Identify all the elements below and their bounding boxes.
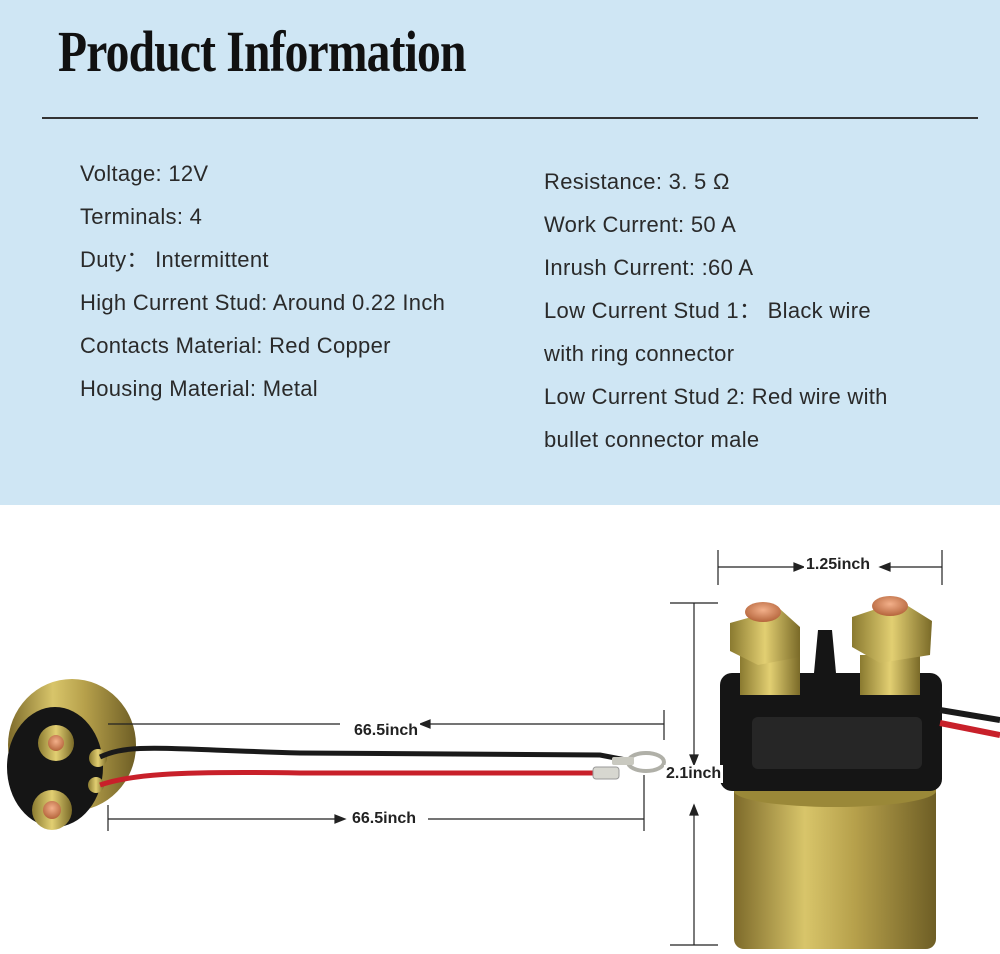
right-solenoid-icon — [720, 596, 1000, 949]
spec-inrush-current: Inrush Current: :60 A — [544, 255, 754, 280]
title-divider — [42, 117, 978, 119]
spec-low-current-stud-2-cont: bullet connector male — [544, 427, 760, 452]
left-solenoid-icon — [7, 679, 136, 830]
height-dimension — [670, 602, 718, 946]
spec-resistance: Resistance: 3. 5 Ω — [544, 169, 730, 194]
spec-high-current-stud: High Current Stud: Around 0.22 Inch — [80, 290, 446, 315]
height-label: 2.1inch — [664, 765, 724, 783]
wire-length-dimension — [107, 710, 665, 831]
product-dimension-figure: 66.5inch 66.5inch 1.25inch 2.1inch — [0, 505, 1000, 949]
product-info-panel: Product Information Voltage: 12V Termina… — [0, 0, 1000, 505]
spec-contacts-material: Contacts Material: Red Copper — [80, 333, 391, 358]
width-label: 1.25inch — [804, 556, 873, 574]
spec-list-right: Resistance: 3. 5 Ω Work Current: 50 A In… — [544, 160, 964, 461]
spec-list-left: Voltage: 12V Terminals: 4 Duty： Intermit… — [80, 152, 445, 410]
wire-harness — [98, 745, 666, 788]
spec-duty: Duty： Intermittent — [80, 247, 269, 272]
page-title: Product Information — [58, 19, 466, 84]
spec-voltage: Voltage: 12V — [80, 161, 209, 186]
spec-terminals: Terminals: 4 — [80, 204, 203, 229]
spec-low-current-stud-1-cont: with ring connector — [544, 341, 735, 366]
spec-housing-material: Housing Material: Metal — [80, 376, 318, 401]
solenoid-illustration — [7, 550, 1000, 949]
wire-length-red-label: 66.5inch — [350, 810, 419, 828]
wire-length-black-label: 66.5inch — [352, 722, 421, 740]
spec-low-current-stud-2: Low Current Stud 2: Red wire with — [544, 384, 888, 409]
spec-work-current: Work Current: 50 A — [544, 212, 737, 237]
width-dimension — [717, 550, 943, 585]
spec-low-current-stud-1: Low Current Stud 1： Black wire — [544, 298, 871, 323]
